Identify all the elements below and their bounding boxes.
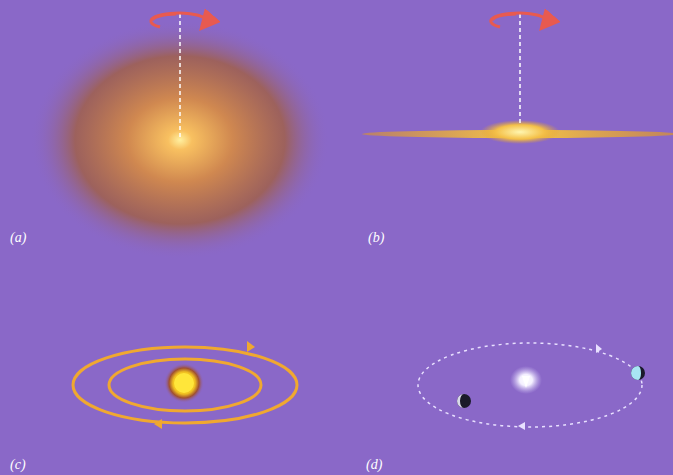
panel-label: (d) xyxy=(366,457,382,473)
panel-label: (b) xyxy=(368,230,384,246)
panel-label: (a) xyxy=(10,230,26,246)
panel-label: (c) xyxy=(10,457,26,473)
